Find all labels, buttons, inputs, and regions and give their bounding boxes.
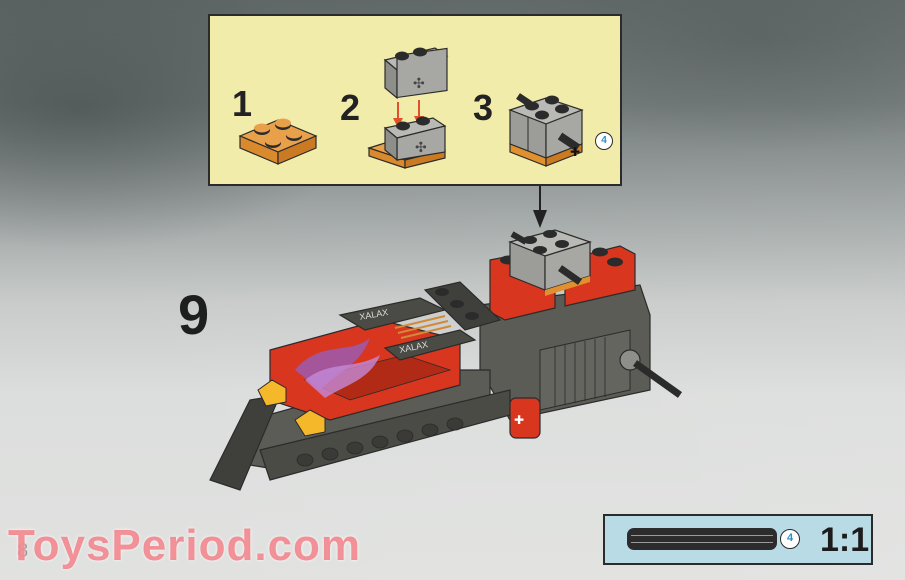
sub-assembly-callout: 1 2 3 ✣ ✣ (208, 14, 622, 186)
technic-brick-stack-icon: ✣ ✣ (367, 47, 449, 169)
orange-plate-icon (238, 118, 318, 165)
axle-part-icon (627, 528, 777, 550)
placement-arrow-icon (533, 186, 547, 228)
axle-length-badge: 4 (780, 529, 800, 549)
sub-step-3-number: 3 (473, 87, 494, 128)
svg-text:✚: ✚ (570, 145, 580, 159)
watermark: ToysPeriod.com (8, 521, 362, 570)
tile-print-top: XALAX (359, 307, 389, 322)
parts-needed-box: 4 1:1 (603, 514, 873, 565)
scale-label: 1:1 (820, 521, 870, 559)
sub-step-2-number: 2 (340, 87, 361, 128)
assembled-sub-brick-icon: ✚ (508, 93, 584, 167)
page-number: 8 (17, 540, 29, 562)
step3-axle-qty-badge: 4 (595, 132, 613, 150)
sub-step-1-number: 1 (232, 83, 253, 124)
svg-text:✣: ✣ (413, 76, 425, 92)
svg-text:✚: ✚ (514, 413, 524, 427)
step-number: 9 (178, 283, 210, 346)
svg-text:✣: ✣ (415, 140, 427, 156)
vehicle-model-illustration: XALAX XALAX ✚ (209, 229, 683, 491)
